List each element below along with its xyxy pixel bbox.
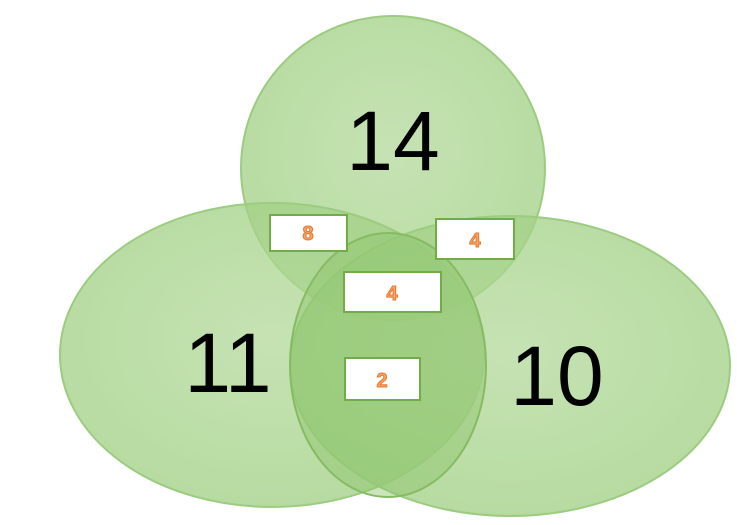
right-set-count: 10 bbox=[510, 329, 603, 423]
overlap-center-box: 4 bbox=[343, 271, 442, 313]
overlap-top-left-count: 8 bbox=[302, 223, 313, 245]
overlap-top-left-box: 8 bbox=[269, 214, 348, 252]
overlap-bottom-center-box: 2 bbox=[344, 357, 421, 401]
overlap-bottom-center-count: 2 bbox=[376, 370, 387, 392]
left-set-count: 11 bbox=[184, 316, 271, 410]
overlap-top-right-box: 4 bbox=[435, 218, 515, 260]
overlap-center-count: 4 bbox=[386, 283, 398, 305]
overlap-top-right-count: 4 bbox=[469, 230, 481, 252]
top-set-count: 14 bbox=[346, 94, 439, 188]
